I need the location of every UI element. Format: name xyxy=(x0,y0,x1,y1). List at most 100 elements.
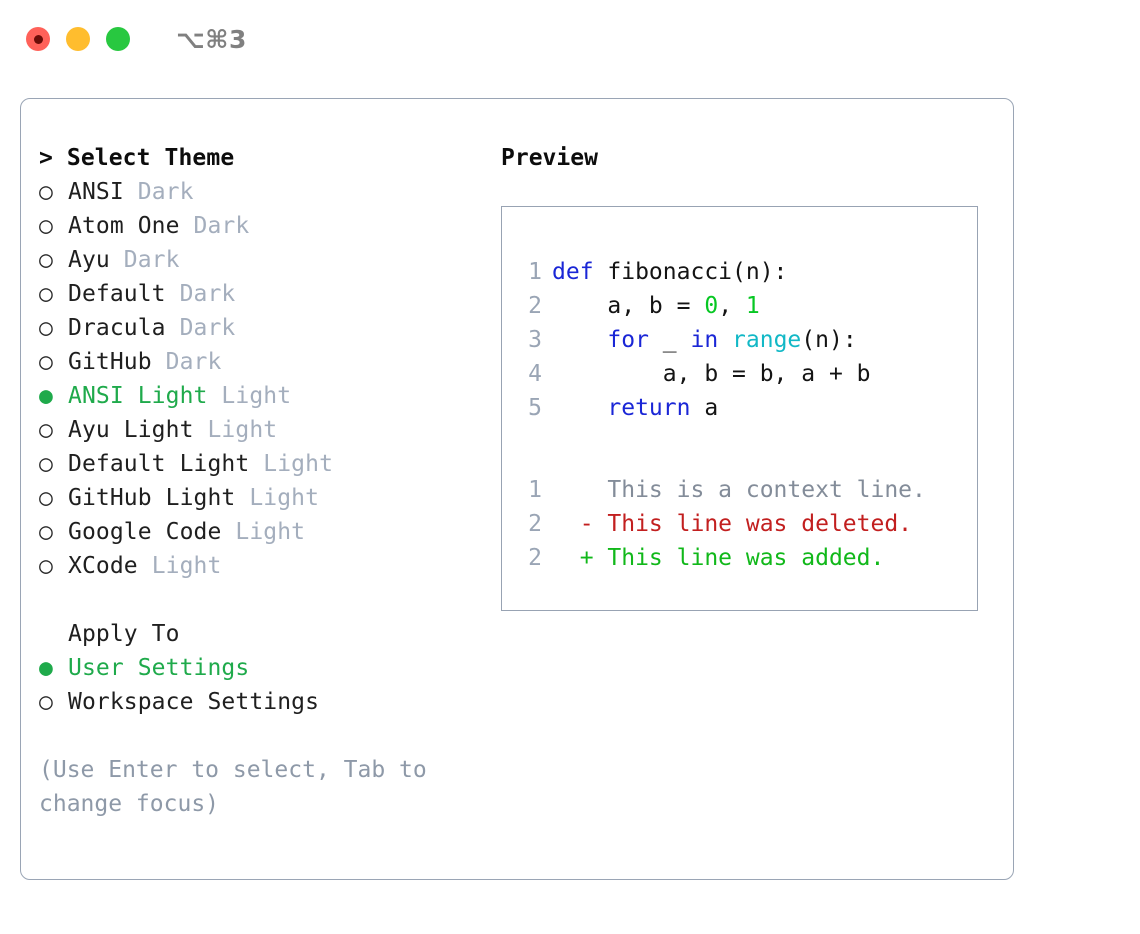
theme-name: Ayu Light xyxy=(68,417,194,443)
theme-list-item[interactable]: ○ ANSI Dark xyxy=(39,175,501,209)
theme-variant: Dark xyxy=(165,281,236,307)
apply-to-list: ● User Settings○ Workspace Settings xyxy=(39,651,501,719)
radio-unselected-icon[interactable]: ○ xyxy=(39,315,67,341)
preview-heading: Preview xyxy=(501,145,598,171)
radio-unselected-icon[interactable]: ○ xyxy=(39,213,67,239)
radio-unselected-icon[interactable]: ○ xyxy=(39,349,67,375)
apply-to-heading-label: Apply To xyxy=(68,621,180,647)
line-number: 2 xyxy=(528,545,542,571)
title-bar: ⌥⌘3 xyxy=(0,0,1140,78)
line-number: 1 xyxy=(528,259,542,285)
line-number: 1 xyxy=(528,477,542,503)
theme-list-item[interactable]: ○ Default Light Light xyxy=(39,447,501,481)
code-token: _ xyxy=(648,327,691,353)
theme-name: Default Light xyxy=(68,451,250,477)
theme-list-item[interactable]: ○ Dracula Dark xyxy=(39,311,501,345)
window-controls xyxy=(26,27,130,51)
theme-name: ANSI xyxy=(68,179,124,205)
code-content: return a xyxy=(552,395,718,421)
theme-list-item[interactable]: ○ Ayu Light Light xyxy=(39,413,501,447)
code-content: def fibonacci(n): xyxy=(552,259,787,285)
theme-list-item[interactable]: ○ GitHub Light Light xyxy=(39,481,501,515)
line-number: 2 xyxy=(528,293,542,319)
theme-list-item[interactable]: ○ Ayu Dark xyxy=(39,243,501,277)
theme-variant: Light xyxy=(207,383,292,409)
diff-content: + This line was added. xyxy=(552,545,885,571)
maximize-button-icon[interactable] xyxy=(106,27,130,51)
line-number: 3 xyxy=(528,327,542,353)
list-spacer xyxy=(39,583,501,617)
code-token: a, b = xyxy=(552,293,705,319)
radio-unselected-icon[interactable]: ○ xyxy=(39,179,67,205)
preview-gap xyxy=(516,425,977,473)
code-token: a xyxy=(690,395,719,421)
diff-line: 2 - This line was deleted. xyxy=(516,507,977,541)
theme-variant: Light xyxy=(137,553,222,579)
code-line: 4 a, b = b, a + b xyxy=(516,357,977,391)
diff-line: 2 + This line was added. xyxy=(516,541,977,575)
code-token: return xyxy=(607,395,691,421)
radio-unselected-icon[interactable]: ○ xyxy=(39,281,67,307)
code-token xyxy=(718,327,732,353)
theme-name: ANSI Light xyxy=(68,383,208,409)
radio-unselected-icon[interactable]: ○ xyxy=(39,553,67,579)
code-token: for xyxy=(607,327,649,353)
theme-list-item[interactable]: ○ XCode Light xyxy=(39,549,501,583)
theme-list: ○ ANSI Dark○ Atom One Dark○ Ayu Dark○ De… xyxy=(39,175,501,583)
main-card: > Select Theme ○ ANSI Dark○ Atom One Dar… xyxy=(20,98,1014,880)
theme-list-item[interactable]: ○ Google Code Light xyxy=(39,515,501,549)
theme-list-item[interactable]: ● ANSI Light Light xyxy=(39,379,501,413)
theme-variant: Light xyxy=(249,451,334,477)
hint-spacer xyxy=(39,719,501,753)
theme-variant: Dark xyxy=(109,247,180,273)
theme-variant: Dark xyxy=(165,315,236,341)
diff-line: 1 This is a context line. xyxy=(516,473,977,507)
radio-selected-icon[interactable]: ● xyxy=(39,655,67,681)
diff-content: This is a context line. xyxy=(552,477,926,503)
theme-variant: Dark xyxy=(123,179,194,205)
line-number: 2 xyxy=(528,511,542,537)
theme-name: Google Code xyxy=(68,519,222,545)
code-line: 5 return a xyxy=(516,391,977,425)
apply-to-option[interactable]: ○ Workspace Settings xyxy=(39,685,501,719)
minimize-button-icon[interactable] xyxy=(66,27,90,51)
radio-unselected-icon[interactable]: ○ xyxy=(39,417,67,443)
preview-panel: Preview 1 def fibonacci(n): 2 a, b = 0, 1 3… xyxy=(501,141,1001,611)
code-token: (n): xyxy=(801,327,857,353)
radio-unselected-icon[interactable]: ○ xyxy=(39,519,67,545)
theme-name: GitHub xyxy=(68,349,152,375)
apply-to-option[interactable]: ● User Settings xyxy=(39,651,501,685)
theme-name: Default xyxy=(68,281,166,307)
code-line: 2 a, b = 0, 1 xyxy=(516,289,977,323)
preview-diff: 1 This is a context line.2 - This line w… xyxy=(516,473,977,575)
radio-unselected-icon[interactable]: ○ xyxy=(39,485,67,511)
close-button-icon[interactable] xyxy=(26,27,50,51)
keyboard-hint: (Use Enter to select, Tab to change focu… xyxy=(39,757,441,817)
theme-list-item[interactable]: ○ GitHub Dark xyxy=(39,345,501,379)
theme-variant: Dark xyxy=(151,349,222,375)
radio-unselected-icon[interactable]: ○ xyxy=(39,451,67,477)
code-token: 1 xyxy=(745,293,760,319)
diff-content: - This line was deleted. xyxy=(552,511,913,537)
code-content: a, b = 0, 1 xyxy=(552,293,760,319)
radio-unselected-icon[interactable]: ○ xyxy=(39,689,67,715)
theme-picker-heading: > Select Theme xyxy=(39,145,235,171)
theme-variant: Light xyxy=(235,485,320,511)
radio-unselected-icon[interactable]: ○ xyxy=(39,247,67,273)
theme-name: GitHub Light xyxy=(68,485,236,511)
theme-list-item[interactable]: ○ Default Dark xyxy=(39,277,501,311)
theme-list-item[interactable]: ○ Atom One Dark xyxy=(39,209,501,243)
line-number: 4 xyxy=(528,361,542,387)
code-token: a, b = b, a + b xyxy=(552,361,871,387)
code-token: fibonacci(n): xyxy=(593,259,788,285)
code-content: a, b = b, a + b xyxy=(552,361,871,387)
code-token xyxy=(552,395,607,421)
code-token xyxy=(552,327,607,353)
apply-to-heading: Apply To xyxy=(39,617,501,651)
apply-to-label: User Settings xyxy=(68,655,250,681)
radio-selected-icon[interactable]: ● xyxy=(39,383,67,409)
theme-variant: Light xyxy=(221,519,306,545)
